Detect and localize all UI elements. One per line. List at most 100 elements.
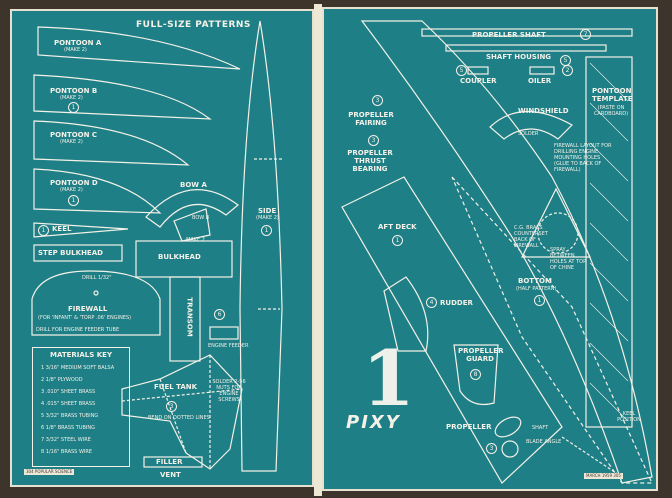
pontoon-d-label: PONTOON D — [50, 179, 98, 187]
fuel-tank-label: FUEL TANK — [154, 383, 198, 391]
filler-label: FILLER — [156, 458, 183, 466]
propeller-fairing-label: PROPELLER FAIRING — [348, 111, 394, 127]
propeller-shaft-outline — [421, 28, 633, 37]
materials-key-item: 2 1/8" PLYWOOD — [41, 377, 83, 383]
materials-key: MATERIALS KEY 1 3/16" MEDIUM SOFT BALSA … — [32, 347, 130, 467]
pontoon-template-label: PONTOON TEMPLATE — [592, 87, 633, 103]
left-pattern-lines — [31, 20, 283, 472]
right-pattern-lines — [341, 20, 653, 484]
propeller-shaft-label: PROPELLER SHAFT — [472, 31, 546, 39]
solder-note: SOLDER 2-56 NUTS FOR ENGINE SCREWS — [212, 379, 246, 403]
fuel-tank-note: BEND ON DOTTED LINES — [148, 415, 210, 421]
vent-label: VENT — [160, 471, 181, 479]
pontoon-template-outline — [585, 56, 633, 428]
engine-feeder-outline — [209, 326, 239, 340]
coupler-number: 5 — [456, 65, 467, 76]
keel-number: 1 — [38, 225, 49, 236]
side-outline — [239, 20, 283, 472]
pontoon-b-number: 1 — [68, 102, 79, 113]
firewall-drill-note: DRILL 1/32" — [82, 275, 112, 281]
page-spine — [314, 4, 322, 496]
engine-feeder-number: 6 — [214, 309, 225, 320]
propeller-fairing-number: 3 — [372, 95, 383, 106]
windshield-label: WINDSHIELD — [518, 107, 569, 115]
right-page-footer: MARCH 1959 305 — [584, 473, 623, 479]
propeller-outline — [494, 416, 522, 438]
blade-angle-note: BLADE ANGLE — [526, 439, 562, 445]
keel-outline — [33, 222, 129, 238]
bottom-note: (HALF PATTERN) — [516, 286, 557, 292]
model-name: PIXY — [346, 412, 401, 433]
pontoon-a-note: (MAKE 2) — [64, 47, 87, 53]
firewall-layout — [521, 187, 591, 258]
side-number: 1 — [261, 225, 272, 236]
windshield-outline — [489, 110, 573, 140]
spray-note: SPRAY BETWEEN HOLES AT TOP OF CHINE — [550, 247, 587, 271]
propeller-guard-number: 8 — [470, 369, 481, 380]
side-detail — [254, 158, 282, 310]
materials-key-item: 4 .015" SHEET BRASS — [41, 401, 96, 407]
propeller-thrust-bearing-label: PROPELLER THRUST BEARING — [347, 149, 393, 173]
pontoon-d-outline — [33, 168, 162, 214]
hull-deck-outline — [360, 20, 653, 484]
model-number: 1 — [362, 334, 415, 423]
bow-b-label: BOW B — [192, 215, 210, 221]
aft-deck-label: AFT DECK — [378, 223, 417, 231]
firewall-layout-note: FIREWALL LAYOUT FOR DRILLING ENGINE MOUN… — [554, 143, 612, 173]
bulkhead-label: BULKHEAD — [158, 253, 201, 261]
materials-key-item: 1 3/16" MEDIUM SOFT BALSA — [41, 365, 115, 371]
rudder-outline — [383, 276, 429, 352]
aft-deck-number: 1 — [392, 235, 403, 246]
materials-key-item: 6 1/8" BRASS TUBING — [41, 425, 95, 431]
shaft-housing-label: SHAFT HOUSING — [486, 53, 552, 61]
fuel-tank-folds — [121, 355, 243, 469]
cg-note: C.G. BRASS COUNTERSET BACK OF FIREWALL — [514, 225, 548, 249]
bottom-number: 1 — [534, 295, 545, 306]
keel-label: KEEL — [52, 225, 72, 233]
pontoon-b-label: PONTOON B — [50, 87, 98, 95]
propeller-guard-outline — [453, 344, 499, 406]
coupler-label: COUPLER — [460, 77, 497, 85]
fuel-tank-number: 3 — [166, 401, 177, 412]
left-sheet-title: FULL-SIZE PATTERNS — [136, 20, 251, 30]
pontoon-d-number: 1 — [68, 195, 79, 206]
engine-feeder-label: ENGINE FEEDER — [208, 343, 249, 349]
coupler-outline — [467, 66, 489, 75]
left-blueprint-sheet: FULL-SIZE PATTERNS PONTOON A (MAKE 2) PO… — [10, 9, 314, 487]
transom-label: TRANSOM — [185, 297, 194, 337]
fuel-tank-outline — [121, 354, 243, 470]
firewall-hole — [93, 290, 99, 296]
oiler-label: OILER — [528, 77, 552, 85]
propeller-hub — [501, 440, 519, 458]
materials-key-title: MATERIALS KEY — [49, 351, 113, 359]
bottom-label: BOTTOM — [518, 277, 552, 285]
step-bulkhead-outline — [33, 244, 123, 262]
rudder-number: 4 — [426, 297, 437, 308]
bow-a-label: BOW A — [180, 181, 207, 189]
pontoon-c-note: (MAKE 2) — [60, 139, 83, 145]
propeller-number: 3 — [486, 443, 497, 454]
rudder-label: RUDDER — [440, 299, 473, 307]
bow-make-note: MAKE 2 — [186, 237, 205, 243]
firewall-label: FIREWALL — [68, 305, 108, 313]
propeller-guard-label: PROPELLER GUARD — [458, 347, 504, 363]
firewall-layout-circle — [537, 212, 579, 254]
keel-position-label: KEEL POSITION — [617, 411, 641, 423]
windshield-solder-note: SOLDER — [518, 131, 539, 137]
pontoon-c-label: PONTOON C — [50, 131, 98, 139]
pontoon-c-outline — [33, 120, 190, 166]
propeller-label: PROPELLER — [446, 423, 492, 431]
pontoon-a-outline — [37, 26, 241, 70]
propeller-shaft-number: 7 — [580, 29, 591, 40]
oiler-outline — [529, 66, 555, 75]
left-page-footer: 304 POPULAR SCIENCE — [24, 469, 75, 475]
shaft-housing-outline — [445, 44, 607, 52]
materials-key-item: 3 .010" SHEET BRASS — [41, 389, 96, 395]
propeller-shaft-note: SHAFT — [532, 425, 549, 431]
pontoon-a-label: PONTOON A — [54, 39, 102, 47]
materials-key-item: 5 3/32" BRASS TUBING — [41, 413, 99, 419]
firewall-outline — [31, 270, 161, 336]
bottom-outline — [451, 176, 653, 484]
pontoon-d-note: (MAKE 2) — [60, 187, 83, 193]
materials-key-item: 8 1/16" BRASS WIRE — [41, 449, 92, 455]
